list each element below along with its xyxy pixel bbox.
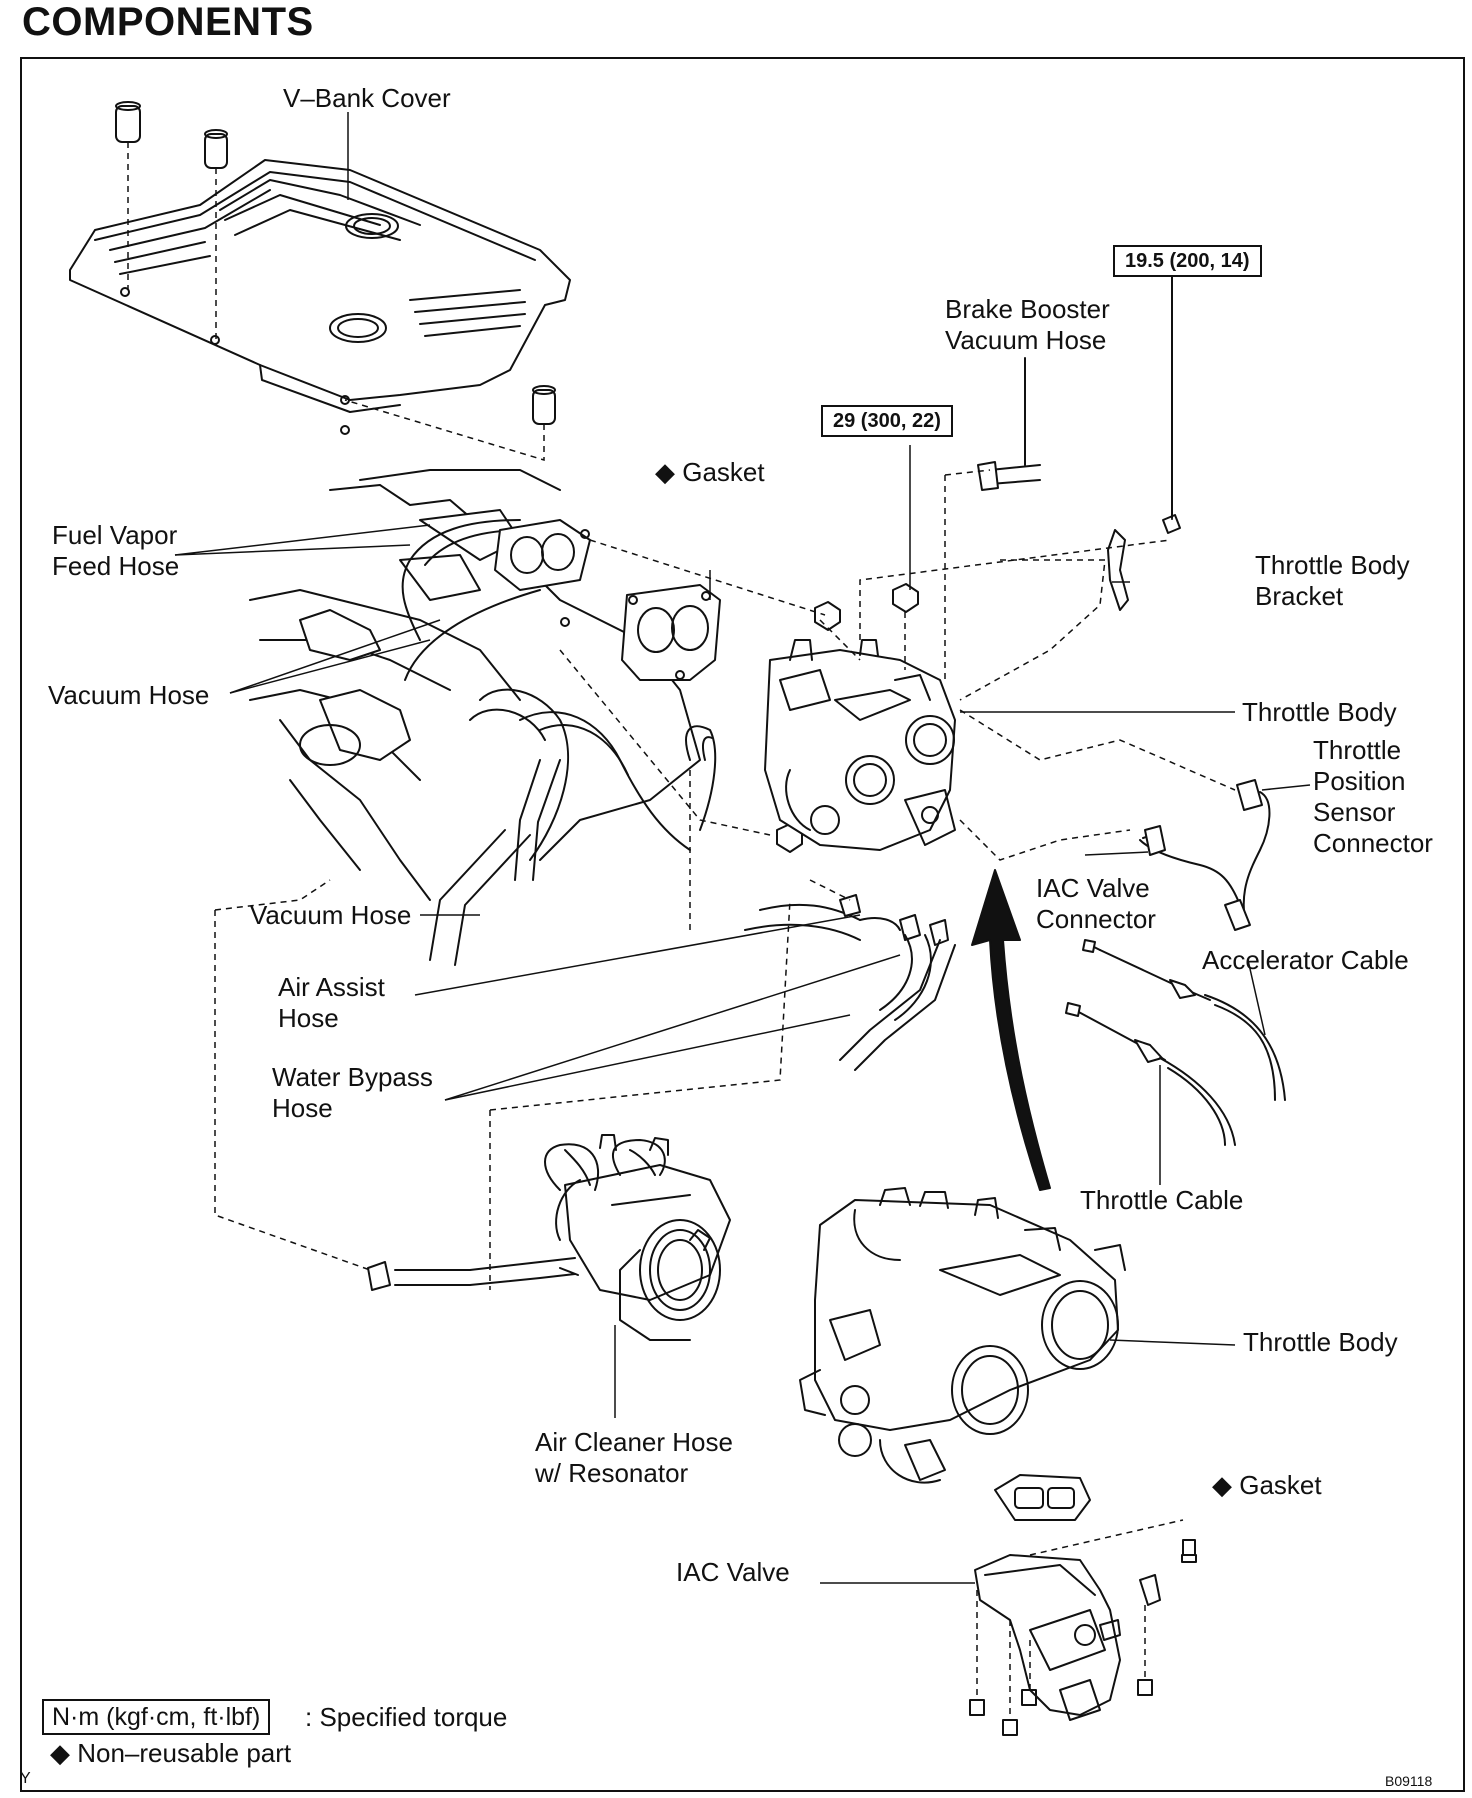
label-air-assist-hose: Air Assist Hose xyxy=(278,972,385,1033)
cables xyxy=(1065,939,1286,1146)
throttle-gasket-top xyxy=(621,584,721,681)
label-throttle-body-upper: Throttle Body xyxy=(1242,697,1397,727)
label-v-bank-cover: V–Bank Cover xyxy=(283,83,451,113)
label-accelerator-cable: Accelerator Cable xyxy=(1202,945,1409,975)
label-gasket-bottom: ◆ Gasket xyxy=(1212,1470,1322,1500)
label-throttle-body-bracket: Throttle Body Bracket xyxy=(1255,550,1410,611)
throttle-body-lower-part xyxy=(799,1187,1126,1484)
throttle-body-bracket-part xyxy=(1107,274,1181,611)
torque-spec-throttle-nut: 29 (300, 22) xyxy=(821,405,953,437)
label-vacuum-hose-1: Vacuum Hose xyxy=(48,680,210,710)
v-bank-cover-part xyxy=(69,159,571,435)
label-throttle-body-lower: Throttle Body xyxy=(1243,1327,1398,1357)
torque-spec-bracket-bolt: 19.5 (200, 14) xyxy=(1113,245,1262,277)
label-water-bypass-hose: Water Bypass Hose xyxy=(272,1062,433,1123)
diagram-frame xyxy=(20,57,1465,1792)
legend-nonreusable: ◆ Non–reusable part xyxy=(50,1738,292,1768)
label-gasket-top: ◆ Gasket xyxy=(655,457,765,487)
throttle-body-upper-part xyxy=(764,639,956,851)
bolts xyxy=(969,1539,1197,1736)
tps-connector-wiring xyxy=(1139,779,1271,931)
label-vacuum-hose-2: Vacuum Hose xyxy=(250,900,412,930)
engine-hoses xyxy=(401,519,717,966)
label-throttle-position-sensor-connector: Throttle Position Sensor Connector xyxy=(1313,735,1433,858)
brake-booster-hose-part xyxy=(977,357,1041,491)
air-assist-water-bypass-hoses xyxy=(744,894,956,1071)
air-cleaner-hose-part xyxy=(367,1134,731,1341)
label-fuel-vapor-feed-hose: Fuel Vapor Feed Hose xyxy=(52,520,180,581)
label-throttle-cable: Throttle Cable xyxy=(1080,1185,1244,1215)
manifold-gasket xyxy=(494,519,591,627)
corner-letter: Y xyxy=(20,1770,31,1787)
iac-valve-part xyxy=(974,1554,1161,1721)
label-brake-booster-vacuum-hose: Brake Booster Vacuum Hose xyxy=(945,294,1110,355)
label-air-cleaner-hose: Air Cleaner Hose w/ Resonator xyxy=(535,1427,733,1488)
assembly-arrow xyxy=(971,869,1051,1191)
legend-torque-text: : Specified torque xyxy=(305,1702,508,1732)
legend-torque-units: N·m (kgf·cm, ft·lbf) xyxy=(42,1699,271,1735)
label-iac-valve-connector: IAC Valve Connector xyxy=(1036,873,1156,934)
figure-code: B09118 xyxy=(1385,1773,1433,1789)
throttle-gasket-bottom xyxy=(994,1474,1091,1521)
page-title: COMPONENTS xyxy=(22,0,314,44)
label-iac-valve: IAC Valve xyxy=(676,1557,790,1587)
